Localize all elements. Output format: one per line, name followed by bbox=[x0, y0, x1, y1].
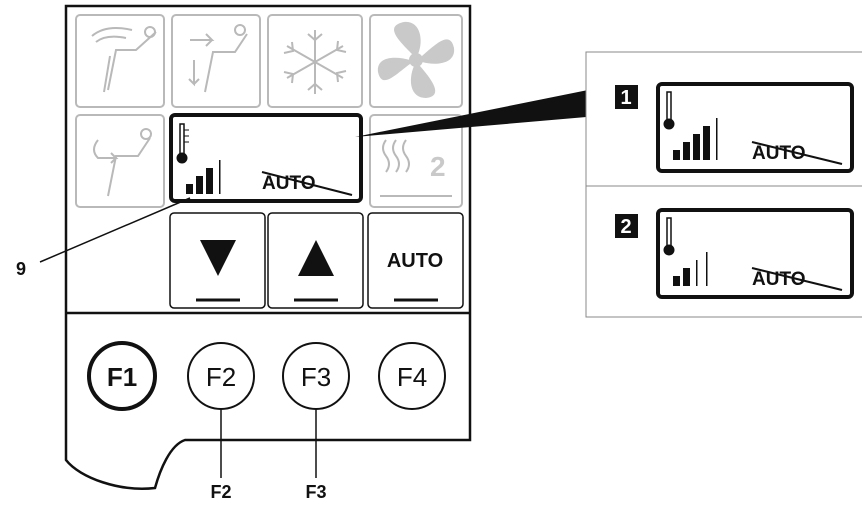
detail-leader bbox=[355, 88, 598, 137]
function-key-f2[interactable]: F2 bbox=[187, 342, 255, 410]
detail-view-2-number: 2 bbox=[620, 216, 631, 238]
detail-1-fan-level-bars bbox=[673, 118, 718, 160]
tile-fan bbox=[369, 14, 463, 108]
thermometer-icon bbox=[663, 217, 675, 256]
fan-level-bar bbox=[693, 134, 700, 160]
air-direction-icon bbox=[188, 24, 248, 93]
fan-level-bar bbox=[683, 268, 690, 286]
detail-view-2: 2 AUTO bbox=[615, 208, 854, 299]
tile-air-direction bbox=[171, 14, 261, 108]
detail-view-1-auto-text: AUTO bbox=[752, 143, 805, 164]
function-key-f3[interactable]: F3 bbox=[282, 342, 350, 410]
fan-level-bar bbox=[186, 184, 193, 194]
fan-icon bbox=[377, 21, 455, 98]
auto-button[interactable]: AUTO bbox=[367, 212, 464, 309]
fan-level-bar bbox=[703, 126, 710, 160]
detail-view-2-auto-text: AUTO bbox=[752, 269, 805, 290]
decrease-button[interactable] bbox=[169, 212, 266, 309]
main-fan-level-bars bbox=[186, 160, 221, 194]
callout-label-f2: F2 bbox=[210, 482, 231, 502]
seat-heat-icon bbox=[380, 139, 452, 197]
callout-label-f3: F3 bbox=[305, 482, 326, 502]
function-key-f1[interactable]: F1 bbox=[87, 341, 157, 411]
snowflake-icon bbox=[283, 30, 347, 94]
tile-snowflake bbox=[267, 14, 363, 108]
fan-level-bar bbox=[206, 168, 213, 194]
main-temperature-display[interactable]: AUTO bbox=[169, 113, 363, 203]
function-key-f1-label: F1 bbox=[107, 362, 137, 392]
seat-heat-level-digit: 2 bbox=[430, 151, 446, 182]
detail-view-1-number: 1 bbox=[620, 87, 631, 109]
recirculation-seat-icon bbox=[93, 128, 152, 197]
tile-windshield-defrost bbox=[75, 14, 165, 108]
main-display-auto-text: AUTO bbox=[262, 173, 315, 194]
fan-level-bar bbox=[219, 160, 221, 194]
windshield-seat-icon bbox=[91, 26, 157, 93]
main-auto-strike bbox=[261, 171, 353, 196]
fan-level-bar bbox=[196, 176, 203, 194]
fan-level-bar bbox=[683, 142, 690, 160]
callout-line-9 bbox=[39, 197, 191, 263]
thermometer-icon bbox=[176, 123, 189, 164]
tile-seat-heat: 2 bbox=[369, 114, 463, 208]
function-key-f3-label: F3 bbox=[301, 362, 331, 392]
fan-level-bar bbox=[673, 276, 680, 286]
thermometer-icon bbox=[663, 91, 675, 130]
callout-label-9: 9 bbox=[16, 259, 26, 279]
tile-recirculation bbox=[75, 114, 165, 208]
up-arrow-icon bbox=[298, 240, 334, 276]
detail-view-1: 1 AUTO bbox=[615, 82, 854, 173]
function-key-f4-label: F4 bbox=[397, 362, 427, 392]
increase-button[interactable] bbox=[267, 212, 364, 309]
fan-level-bar bbox=[716, 118, 718, 160]
function-key-f2-label: F2 bbox=[206, 362, 236, 392]
fan-level-bar bbox=[673, 150, 680, 160]
detail-2-fan-level-bars bbox=[673, 252, 708, 286]
fan-level-bar bbox=[706, 252, 708, 286]
down-arrow-icon bbox=[200, 240, 236, 276]
fan-level-bar bbox=[696, 260, 698, 286]
function-key-f4[interactable]: F4 bbox=[378, 342, 446, 410]
auto-button-label: AUTO bbox=[387, 250, 443, 272]
